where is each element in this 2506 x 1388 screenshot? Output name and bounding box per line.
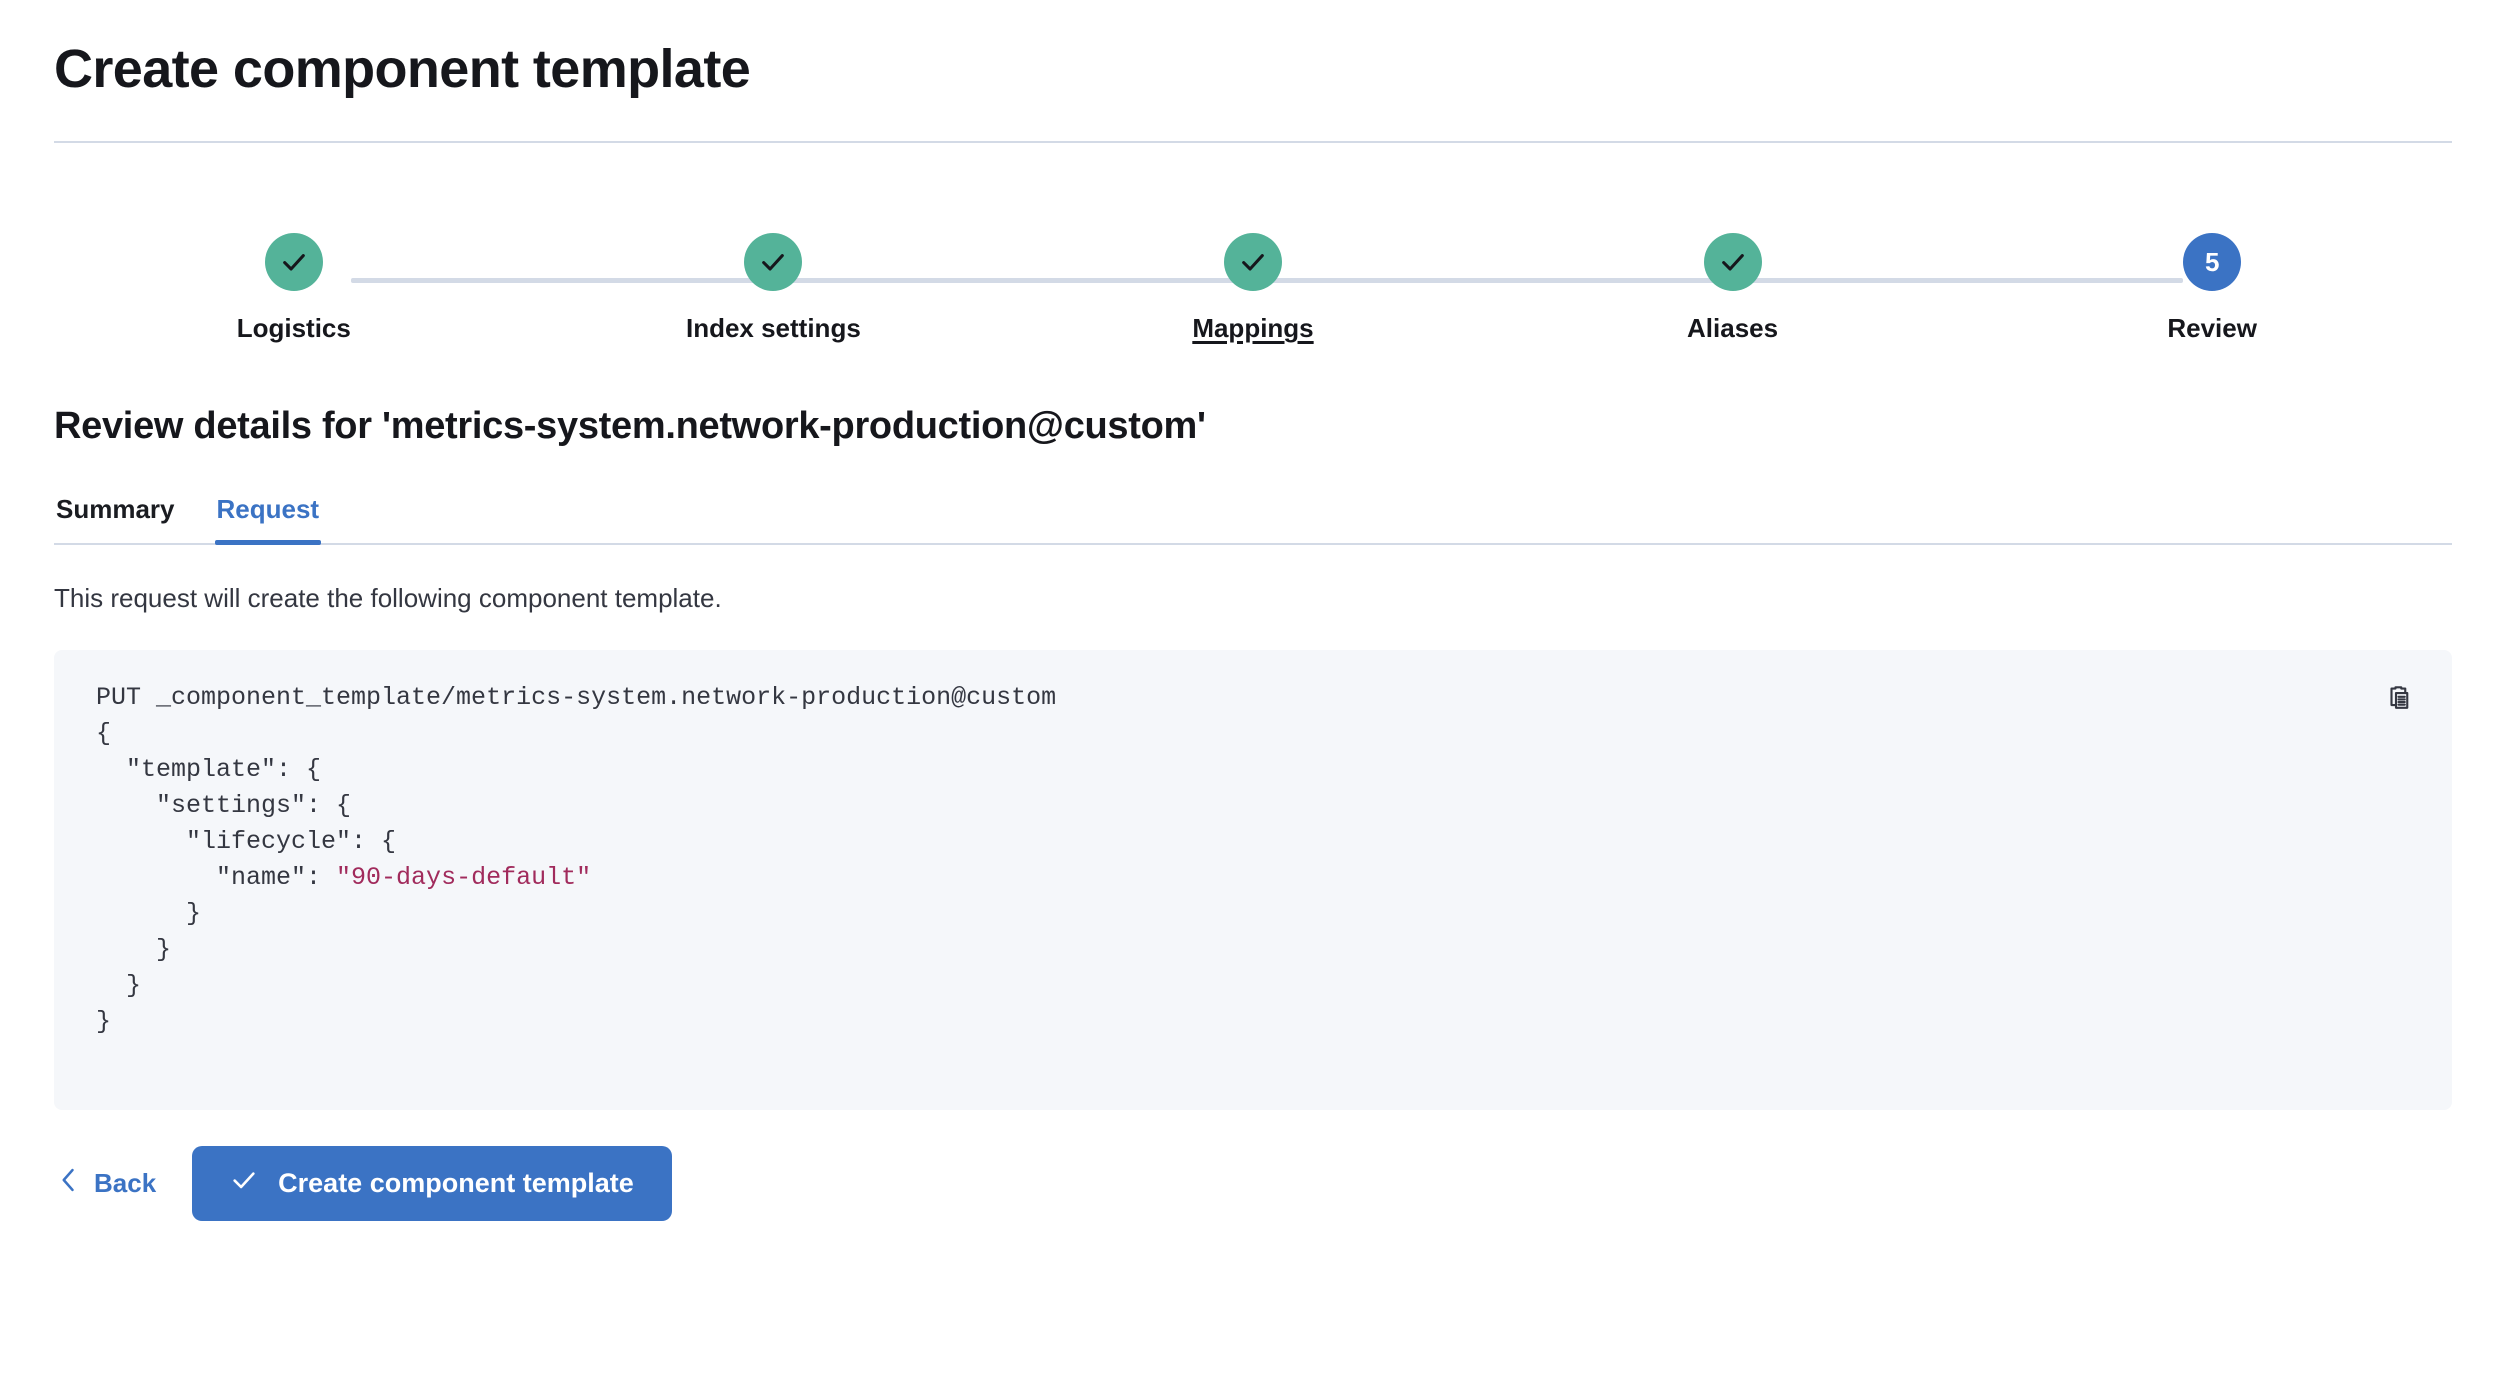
check-icon bbox=[280, 248, 308, 276]
request-code-block: PUT _component_template/metrics-system.n… bbox=[88, 680, 2418, 1040]
code-line-9: } bbox=[96, 971, 142, 1001]
page-title: Create component template bbox=[54, 39, 751, 99]
step-review[interactable]: 5 Review bbox=[1972, 233, 2452, 344]
request-code-panel: PUT _component_template/metrics-system.n… bbox=[54, 650, 2452, 1111]
review-tabs: Summary Request bbox=[54, 494, 2452, 546]
wizard-stepper: Logistics Index settings Mappings bbox=[54, 233, 2452, 363]
code-line-4: "settings": { bbox=[96, 791, 352, 821]
review-heading: Review details for 'metrics-system.netwo… bbox=[54, 405, 1206, 448]
check-icon bbox=[759, 248, 787, 276]
copy-clipboard-icon[interactable] bbox=[2376, 676, 2422, 722]
tab-request[interactable]: Request bbox=[214, 494, 322, 546]
check-icon bbox=[1719, 248, 1747, 276]
step-logistics-label: Logistics bbox=[236, 313, 351, 344]
code-line-1: PUT _component_template/metrics-system.n… bbox=[96, 683, 1057, 713]
code-line-10: } bbox=[96, 1007, 112, 1037]
code-line-2: { bbox=[96, 719, 112, 749]
code-line-7: } bbox=[96, 899, 202, 929]
create-component-template-button-label: Create component template bbox=[278, 1168, 634, 1199]
code-line-6-key: "name": bbox=[96, 863, 337, 893]
tab-summary[interactable]: Summary bbox=[54, 494, 177, 543]
step-logistics[interactable]: Logistics bbox=[54, 233, 534, 344]
title-divider bbox=[54, 141, 2452, 144]
step-review-circle[interactable]: 5 bbox=[2183, 233, 2242, 292]
code-line-6-value: "90-days-default" bbox=[336, 863, 592, 893]
step-mappings-circle[interactable] bbox=[1223, 233, 1282, 292]
step-mappings-label: Mappings bbox=[1192, 313, 1314, 344]
code-line-5: "lifecycle": { bbox=[96, 827, 397, 857]
step-review-number: 5 bbox=[2204, 246, 2220, 277]
back-button-label: Back bbox=[94, 1168, 157, 1199]
check-icon bbox=[230, 1166, 258, 1201]
back-button[interactable]: Back bbox=[54, 1156, 160, 1211]
step-index-settings-circle[interactable] bbox=[744, 233, 803, 292]
step-index-settings[interactable]: Index settings bbox=[534, 233, 1014, 344]
check-icon bbox=[1239, 248, 1267, 276]
step-aliases[interactable]: Aliases bbox=[1493, 233, 1973, 344]
wizard-footer: Back Create component template bbox=[54, 1110, 2452, 1222]
step-index-settings-label: Index settings bbox=[685, 313, 861, 344]
step-aliases-label: Aliases bbox=[1687, 313, 1779, 344]
chevron-left-icon bbox=[58, 1166, 80, 1201]
request-description: This request will create the following c… bbox=[54, 583, 722, 614]
step-review-label: Review bbox=[2167, 313, 2257, 344]
step-logistics-circle[interactable] bbox=[264, 233, 323, 292]
stepper-steps: Logistics Index settings Mappings bbox=[54, 233, 2452, 344]
code-line-3: "template": { bbox=[96, 755, 322, 785]
code-line-8: } bbox=[96, 935, 172, 965]
step-mappings[interactable]: Mappings bbox=[1013, 233, 1493, 344]
step-aliases-circle[interactable] bbox=[1703, 233, 1762, 292]
create-component-template-button[interactable]: Create component template bbox=[192, 1146, 672, 1222]
